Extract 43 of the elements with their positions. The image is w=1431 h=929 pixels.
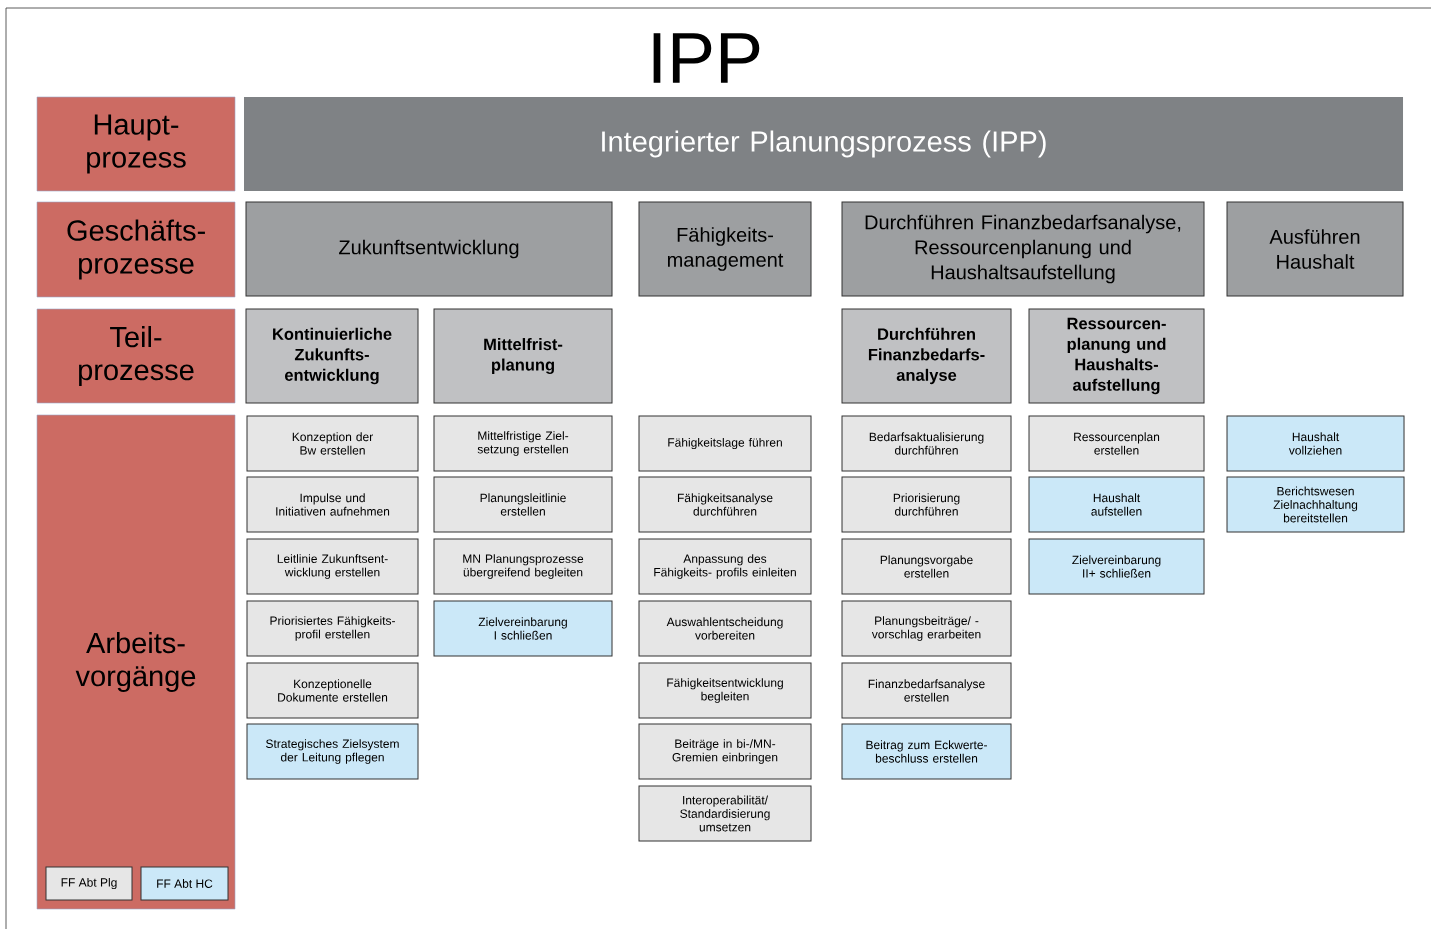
task-box: Mittelfristige Ziel- setzung erstellen <box>433 415 613 472</box>
task-box: Zielvereinbarung I schließen <box>433 600 613 657</box>
row-label-box: Geschäfts- prozesse <box>36 201 236 298</box>
task-box: Planungsvorgabe erstellen <box>841 538 1012 595</box>
subprocess-box: Durchführen Finanzbedarfs- analyse <box>841 308 1012 404</box>
task-box: Bedarfsaktualisierung durchführen <box>841 415 1012 472</box>
process-box: Durchführen Finanzbedarfsanalyse, Ressourcenplanung und Haushaltsaufstellung <box>841 201 1205 297</box>
process-box: Zukunftsentwicklung <box>245 201 613 297</box>
task-box: Fähigkeitslage führen <box>638 415 812 472</box>
subprocess-box: Mittelfrist- planung <box>433 308 613 404</box>
task-box: Ressourcenplan erstellen <box>1028 415 1205 472</box>
task-box: Zielvereinbarung II+ schließen <box>1028 538 1205 595</box>
task-box: Impulse und Initiativen aufnehmen <box>246 476 419 533</box>
task-box: Priorisierung durchführen <box>841 476 1012 533</box>
task-box: Haushalt aufstellen <box>1028 476 1205 533</box>
process-box: Fähigkeits- management <box>638 201 812 297</box>
task-box: Auswahlentscheidung vorbereiten <box>638 600 812 657</box>
task-box: Planungsbeiträge/ -vorschlag erarbeiten <box>841 600 1012 657</box>
task-box: Konzeptionelle Dokumente erstellen <box>246 662 419 719</box>
title: IPP <box>653 33 760 83</box>
main-process-bar: Integrierter Planungsprozess (IPP) <box>244 97 1403 191</box>
task-box: Beiträge in bi-/MN- Gremien einbringen <box>638 723 812 780</box>
row-label-box: Teil- prozesse <box>36 308 236 404</box>
task-box: Priorisiertes Fähigkeits- profil erstellen <box>246 600 419 657</box>
task-box: Planungsleitlinie erstellen <box>433 476 613 533</box>
task-box: Fähigkeitsentwicklung begleiten <box>638 662 812 719</box>
task-box: Berichtswesen Zielnachhaltung bereitstellen <box>1226 476 1405 533</box>
legend-key: FF Abt HC <box>140 866 229 901</box>
subprocess-box: Kontinuierliche Zukunfts- entwicklung <box>245 308 419 404</box>
task-box: Interoperabilität/ Standardisierung umsetzen <box>638 785 812 842</box>
task-box: Leitlinie Zukunftsent- wicklung erstellen <box>246 538 419 595</box>
row-label-box: Haupt- prozess <box>36 96 236 192</box>
task-box: Anpassung des Fähigkeits- profils einleiten <box>638 538 812 595</box>
task-box: Strategisches Zielsystem der Leitung pflegen <box>246 723 419 780</box>
subprocess-box: Ressourcen- planung und Haushalts- aufstellung <box>1028 308 1205 404</box>
task-box: Beitrag zum Eckwerte- beschluss erstellen <box>841 723 1012 780</box>
task-box: MN Planungsprozesse übergreifend begleiten <box>433 538 613 595</box>
process-box: Ausführen Haushalt <box>1226 201 1404 297</box>
legend-key: FF Abt Plg <box>45 866 133 901</box>
task-box: Fähigkeitsanalyse durchführen <box>638 476 812 533</box>
task-box: Haushalt vollziehen <box>1226 415 1405 472</box>
task-box: Finanzbedarfsanalyse erstellen <box>841 662 1012 719</box>
task-box: Konzeption der Bw erstellen <box>246 415 419 472</box>
